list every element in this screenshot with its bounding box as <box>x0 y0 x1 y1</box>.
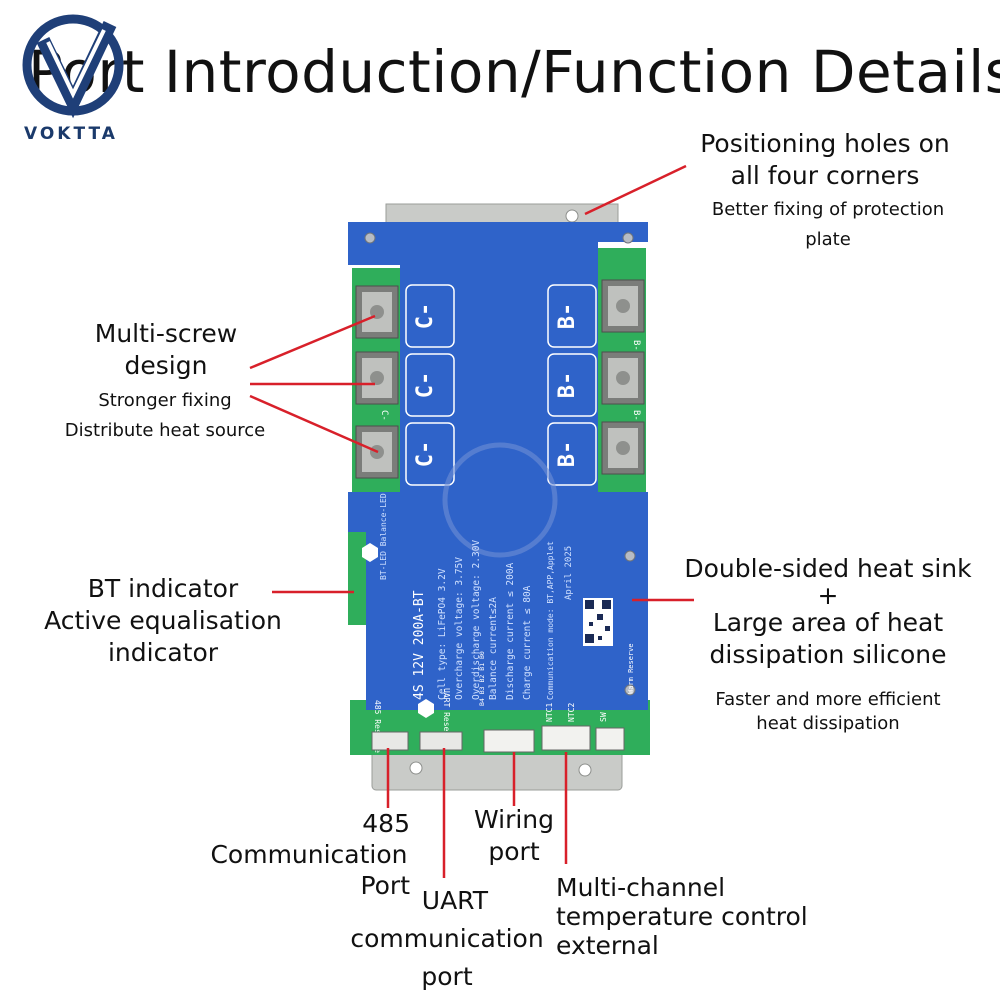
pcb-label-b-2: B- <box>631 410 641 421</box>
spec-line-4: Balance current≤2A <box>488 597 499 700</box>
pad-label-b-3: B- <box>555 441 580 468</box>
pad-label-c-2: C- <box>413 372 438 399</box>
board-model: 4S 12V 200A-BT <box>412 590 427 700</box>
callout-positioning-sub: Better fixing of protection plate <box>690 195 966 255</box>
callout-positioning-line1: Positioning holes on <box>700 129 950 158</box>
callout-temperature: Multi-channel temperature control extern… <box>556 873 856 960</box>
port-label-ntc2: NTC2 <box>567 703 576 722</box>
spec-line-6: Charge current ≤ 80A <box>522 585 533 700</box>
spec-line-1: Cell type: LiFePO4 3.2V <box>437 568 448 700</box>
callout-screw-sub1: Stronger fixing <box>98 390 232 411</box>
board-date: April 2025 <box>564 546 574 600</box>
screw-terminal-right-2 <box>601 351 645 405</box>
callout-screw-sub: Stronger fixing Distribute heat source <box>40 386 290 446</box>
callout-bt-line2: Active equalisation <box>44 606 282 635</box>
callout-uart-line1: UART <box>421 886 488 915</box>
port-label-bal: B4 B3 B2 B1 B0 <box>478 651 486 706</box>
port-label-ntc1: NTC1 <box>545 703 554 722</box>
callout-positioning-sub2: plate <box>805 229 851 250</box>
port-label-sw: SW <box>599 712 608 722</box>
callout-heatsink-line1: Double-sided heat sink <box>684 554 972 583</box>
callout-positioning-line2: all four corners <box>730 161 920 190</box>
callout-temp-line2: temperature control <box>556 902 808 931</box>
screw-terminal-right-1 <box>601 279 645 333</box>
led-label: BT-LED Balance-LED <box>379 493 388 580</box>
callout-uart-port: UART communication port <box>340 882 554 996</box>
pcb-label-c-2: C- <box>379 410 389 421</box>
screw-terminal-left-2 <box>355 351 399 405</box>
page-title: Port Introduction/Function Details <box>28 38 1000 106</box>
callout-bt-line1: BT indicator <box>87 574 239 603</box>
brand-logo-icon <box>22 14 124 119</box>
callout-bt-line3: indicator <box>107 638 219 667</box>
callout-heatsink-line3: dissipation silicone <box>709 640 947 669</box>
qr-code-icon <box>583 598 613 646</box>
screw-terminal-right-3 <box>601 421 645 475</box>
callout-positioning-sub1: Better fixing of protection <box>711 199 945 220</box>
callout-485-port: 485 Communication Port <box>196 808 422 901</box>
brand-name: VOKTTA <box>24 124 118 144</box>
callout-heatsink-sub1: Faster and more efficient <box>715 689 941 710</box>
callout-uart-line2: communication <box>350 924 544 953</box>
spec-line-5: Discharge current ≤ 200A <box>505 562 516 700</box>
pcb-label-b-1: B- <box>631 340 641 351</box>
port-label-warm: Warm Reserve <box>627 643 635 694</box>
comm-mode: Communication mode: BT,APP,Applet <box>546 541 555 700</box>
callout-heatsink-plus: + <box>817 581 839 610</box>
callout-485-line1: 485 <box>362 809 410 838</box>
callout-screw-sub2: Distribute heat source <box>64 420 266 441</box>
callout-screw-line2: design <box>124 351 208 380</box>
callout-bt-indicator: BT indicator Active equalisation indicat… <box>20 573 306 669</box>
callout-uart-line3: port <box>421 962 473 991</box>
port-label-485: 485 Reserve <box>373 700 382 753</box>
callout-multi-screw: Multi-screw design <box>66 318 266 382</box>
callout-485-line2: Communication <box>210 840 408 869</box>
screw-terminal-left-1 <box>355 285 399 339</box>
callout-485-line3: Port <box>360 871 410 900</box>
callout-temp-line1: Multi-channel <box>556 873 726 902</box>
spec-line-2: Overcharge voltage: 3.75V <box>454 557 465 700</box>
callout-heatsink-sub: Faster and more efficient heat dissipati… <box>690 688 966 736</box>
spec-line-3: Overdischarge voltage: 2.30V <box>471 540 482 700</box>
callout-heatsink-sub2: heat dissipation <box>756 713 900 734</box>
callout-wiring-port: Wiring port <box>464 804 564 868</box>
pad-label-b-1: B- <box>555 303 580 330</box>
pad-label-c-3: C- <box>413 441 438 468</box>
pad-label-b-2: B- <box>555 372 580 399</box>
callout-heatsink-line2: Large area of heat <box>712 608 944 637</box>
callout-positioning-holes: Positioning holes on all four corners <box>680 128 970 192</box>
pad-label-c-1: C- <box>413 303 438 330</box>
callout-screw-line1: Multi-screw <box>94 319 238 348</box>
callout-temp-line3: external <box>556 931 659 960</box>
callout-heat-sink: Double-sided heat sink + Large area of h… <box>662 553 994 671</box>
callout-wiring-line2: port <box>488 837 540 866</box>
callout-wiring-line1: Wiring <box>473 805 555 834</box>
port-label-uart: UART Reserve <box>442 688 451 746</box>
